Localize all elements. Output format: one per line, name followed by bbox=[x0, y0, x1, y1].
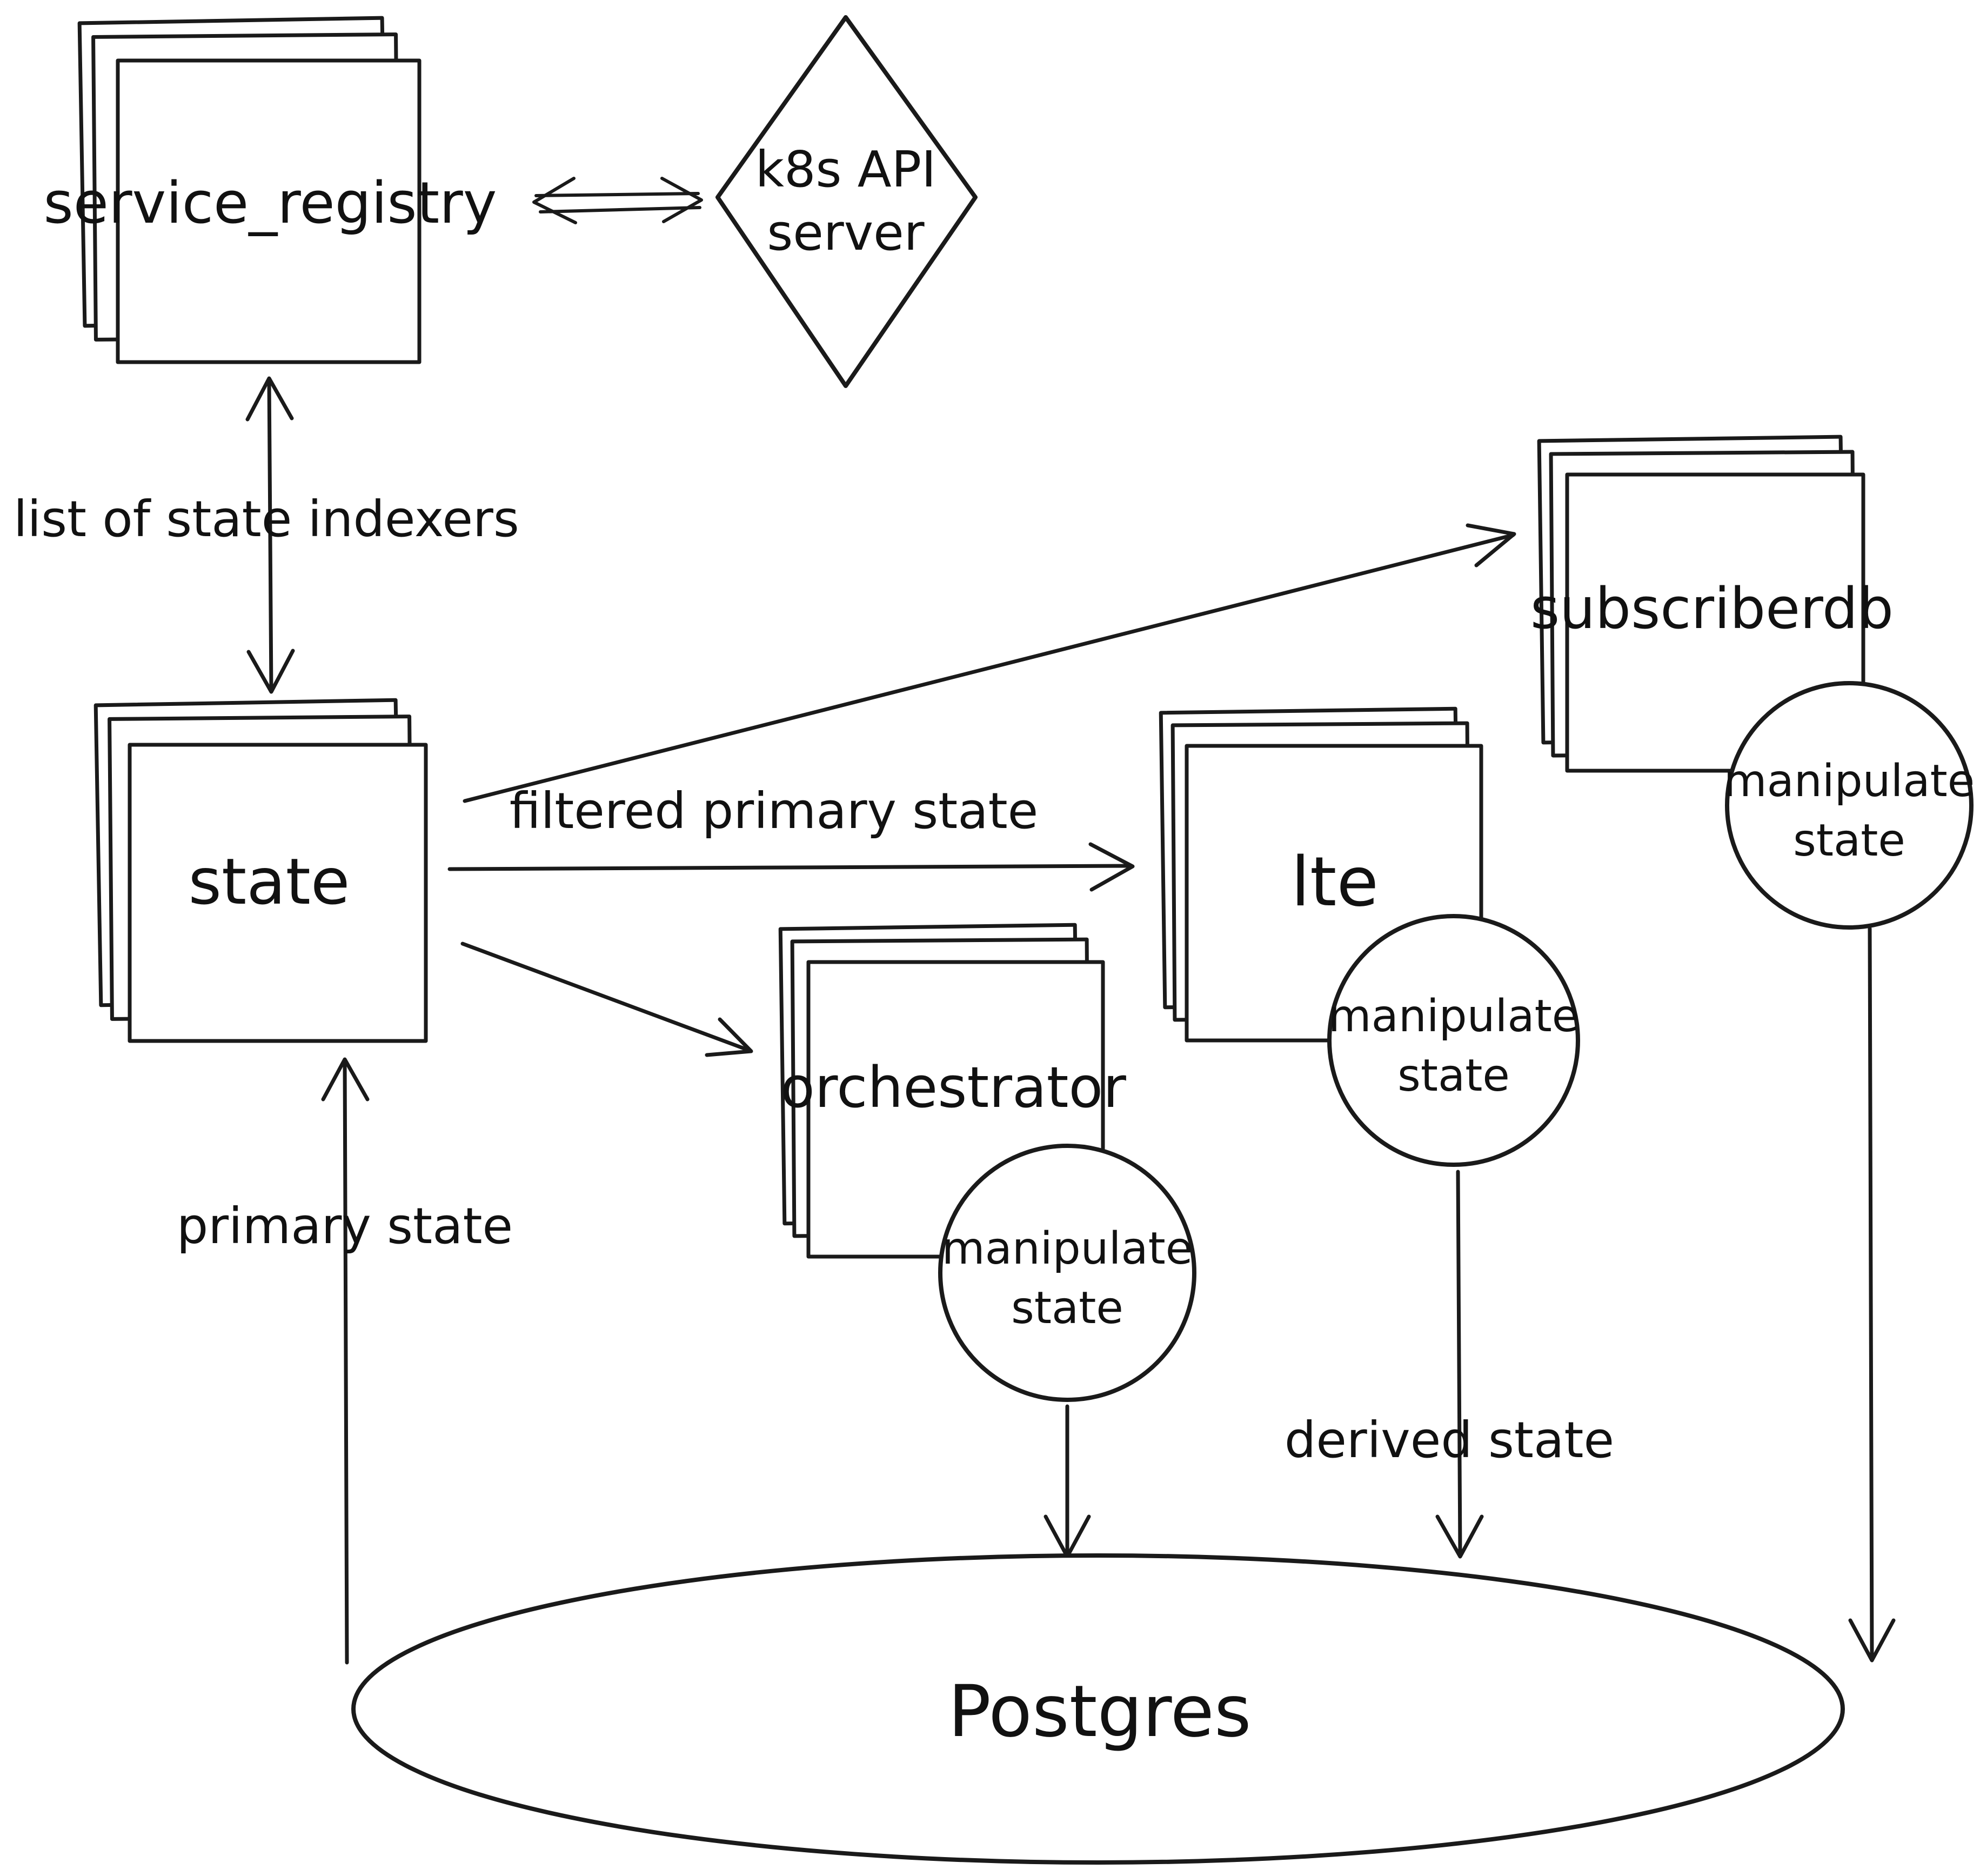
orchestrator-label: orchestrator bbox=[780, 1054, 1126, 1120]
arrowhead-top bbox=[245, 376, 294, 422]
circle-shape bbox=[1725, 681, 1974, 930]
postgres-label: Postgres bbox=[948, 1670, 1251, 1753]
manipulate-state-label-line1: manipulate bbox=[1328, 991, 1580, 1042]
diamond-shape bbox=[715, 15, 978, 388]
postgres-node: Postgres bbox=[351, 1553, 1845, 1865]
state-node: state bbox=[93, 698, 428, 1043]
orchestrator-node: orchestrator bbox=[778, 923, 1126, 1259]
arrow-line bbox=[460, 942, 752, 1053]
k8s-api-server-node: k8s API server bbox=[715, 15, 978, 388]
registry-k8s-double-arrow bbox=[532, 177, 703, 224]
list-of-state-indexers-edge: list of state indexers bbox=[14, 376, 519, 694]
stacked-card-front bbox=[128, 743, 428, 1043]
manipulate-state-label-line1: manipulate bbox=[1724, 756, 1975, 807]
arrow-line bbox=[463, 533, 1515, 803]
arrowhead-right bbox=[660, 177, 703, 223]
filtered-primary-state-label: filtered primary state bbox=[510, 782, 1039, 840]
derived-state-label: derived state bbox=[1285, 1411, 1614, 1469]
arrowhead bbox=[321, 1057, 370, 1101]
stacked-card-front bbox=[116, 58, 422, 364]
service-registry-node: service_registry bbox=[44, 16, 497, 364]
arrow-line bbox=[447, 864, 1133, 871]
derived-state-edge: derived state bbox=[1285, 1170, 1614, 1559]
manipulate-state-label-line2: state bbox=[1011, 1283, 1123, 1334]
manipulate-state-label-line2: state bbox=[1397, 1050, 1510, 1101]
manipulate-state-label-line1: manipulate bbox=[942, 1223, 1193, 1274]
lte-manipulate-state-circle: manipulate state bbox=[1327, 914, 1580, 1167]
arrow-line bbox=[343, 1058, 349, 1665]
orchestrator-manipulate-state-circle: manipulate state bbox=[938, 1144, 1196, 1402]
circle-shape bbox=[938, 1144, 1196, 1402]
k8s-api-server-label-line1: k8s API bbox=[755, 141, 937, 198]
arrowhead bbox=[1848, 1618, 1896, 1663]
arrowhead-bottom bbox=[246, 649, 295, 694]
primary-state-edge: primary state bbox=[177, 1057, 513, 1665]
subscriberdb-label: subscriberdb bbox=[1530, 576, 1894, 642]
subscriberdb-manipulate-state-circle: manipulate state bbox=[1724, 681, 1975, 930]
primary-state-label: primary state bbox=[177, 1197, 513, 1255]
arrowhead bbox=[1435, 1514, 1484, 1559]
arrow-line bbox=[539, 206, 701, 213]
arrow-line bbox=[1868, 926, 1874, 1660]
k8s-api-server-label-line2: server bbox=[767, 204, 924, 262]
circle-shape bbox=[1327, 914, 1580, 1167]
arrowhead bbox=[1088, 842, 1135, 892]
arrowhead bbox=[705, 1017, 753, 1057]
arrow-line bbox=[1456, 1170, 1462, 1557]
arrow-line bbox=[267, 377, 273, 693]
arrowhead bbox=[1466, 523, 1516, 568]
state-to-subscriberdb-edge bbox=[463, 523, 1516, 803]
list-of-state-indexers-label: list of state indexers bbox=[14, 490, 519, 548]
subscriberdb-to-postgres-edge bbox=[1848, 926, 1896, 1663]
orchestrator-to-postgres-edge bbox=[1043, 1404, 1091, 1559]
state-to-orchestrator-edge bbox=[460, 942, 753, 1057]
state-label: state bbox=[189, 844, 350, 919]
filtered-primary-state-edge: filtered primary state bbox=[447, 782, 1135, 892]
manipulate-state-label-line2: state bbox=[1793, 815, 1905, 866]
arrow-line bbox=[534, 192, 700, 197]
arrowhead-left bbox=[532, 177, 577, 224]
ellipse-shape bbox=[351, 1553, 1845, 1865]
service-registry-label: service_registry bbox=[44, 170, 497, 236]
lte-label: lte bbox=[1291, 842, 1379, 922]
